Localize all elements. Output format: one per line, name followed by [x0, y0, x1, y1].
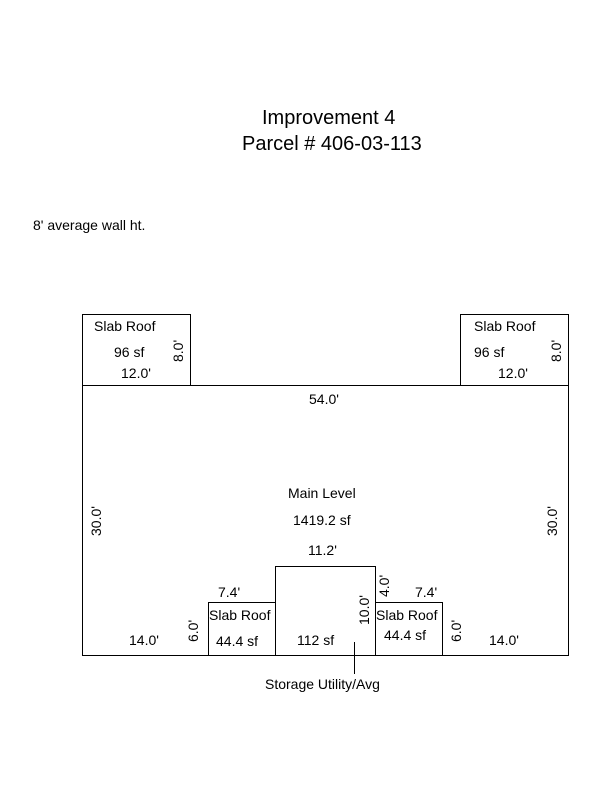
slab-roof-top-left-outline [82, 314, 191, 386]
storage-step: 4.0' [376, 575, 392, 597]
slab-roof-top-right-label: Slab Roof [474, 318, 536, 334]
slab-roof-top-right-height: 8.0' [548, 340, 564, 362]
drawing-title: Improvement 4 [262, 107, 396, 129]
storage-utility-outline [275, 566, 376, 656]
slab-roof-top-right-area: 96 sf [474, 344, 504, 360]
slab-roof-bottom-right-height: 6.0' [448, 620, 464, 642]
storage-label: Storage Utility/Avg [265, 676, 380, 692]
main-level-right-height: 30.0' [544, 506, 560, 536]
main-level-area: 1419.2 sf [293, 512, 351, 528]
slab-roof-top-right-width: 12.0' [498, 365, 528, 381]
slab-roof-top-left-width: 12.0' [121, 365, 151, 381]
storage-height: 10.0' [356, 595, 372, 625]
main-level-left-height: 30.0' [88, 506, 104, 536]
slab-roof-top-right-outline [460, 314, 569, 386]
slab-roof-top-left-height: 8.0' [170, 340, 186, 362]
storage-width: 11.2' [308, 542, 337, 558]
slab-roof-bottom-left-area: 44.4 sf [216, 633, 258, 649]
wall-height-note: 8' average wall ht. [33, 217, 146, 233]
slab-roof-top-left-label: Slab Roof [94, 318, 156, 334]
slab-roof-bottom-right-label: Slab Roof [376, 607, 438, 623]
slab-roof-bottom-left-label: Slab Roof [209, 607, 271, 623]
slab-roof-bottom-left-width: 7.4' [218, 584, 240, 600]
main-level-top-width: 54.0' [309, 391, 339, 407]
main-level-bottom-right: 14.0' [489, 632, 519, 648]
slab-roof-top-left-area: 96 sf [114, 344, 144, 360]
slab-roof-bottom-right-area: 44.4 sf [384, 627, 426, 643]
main-level-bottom-left: 14.0' [129, 632, 159, 648]
slab-roof-bottom-right-width: 7.4' [415, 584, 437, 600]
parcel-number: Parcel # 406-03-113 [242, 133, 422, 155]
main-level-name: Main Level [288, 485, 356, 501]
storage-area: 112 sf [297, 632, 334, 648]
slab-roof-bottom-left-height: 6.0' [185, 620, 201, 642]
